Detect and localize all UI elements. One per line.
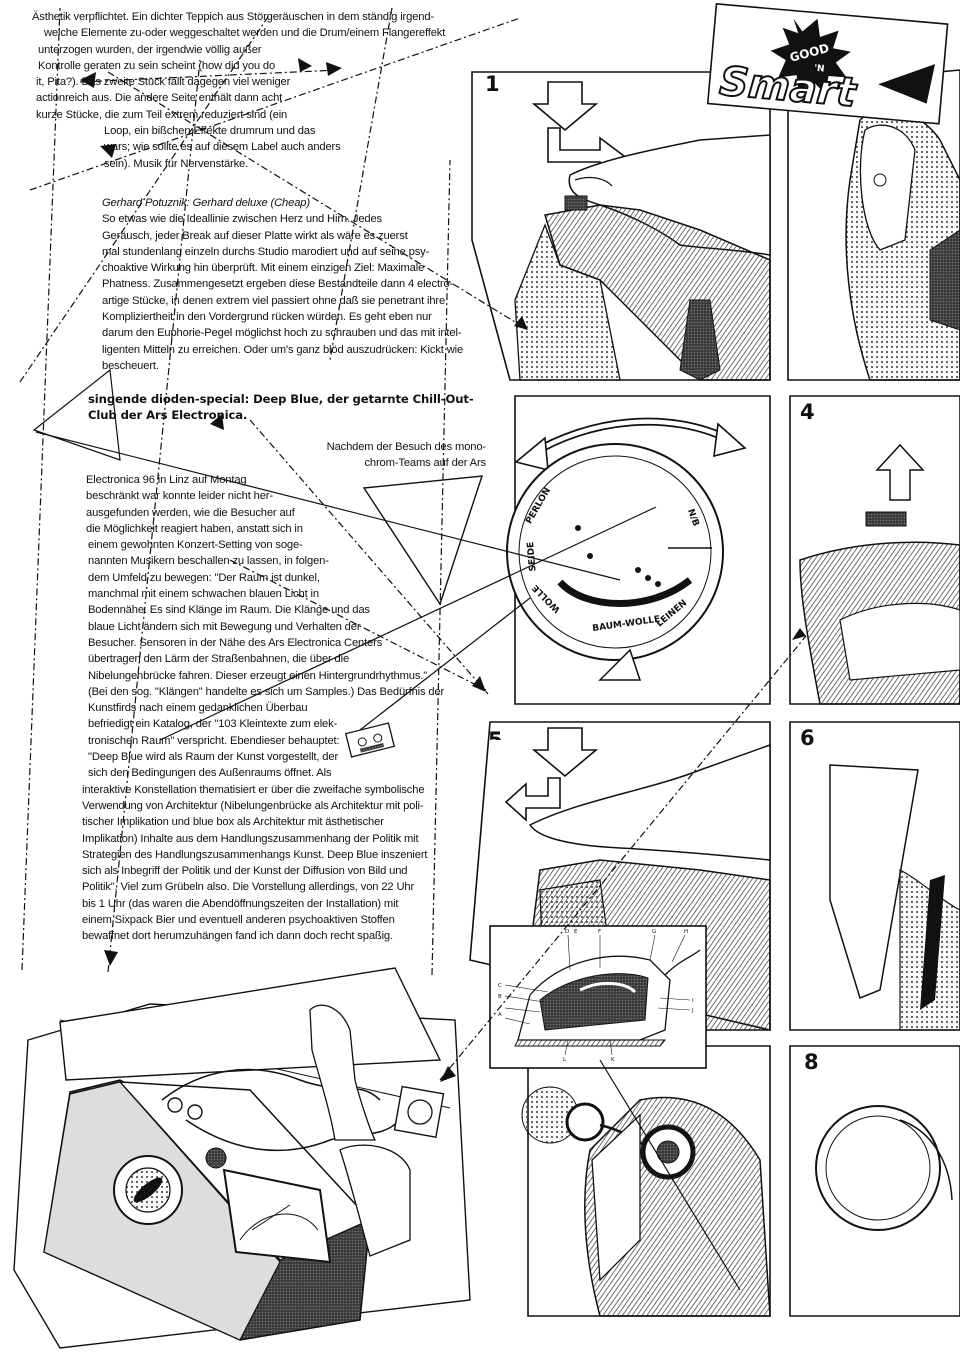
part-label-h: H: [684, 929, 688, 935]
text-line: Ästhetik verpflichtet. Ein dichter Teppi…: [32, 11, 434, 23]
headline-line-2: Club der Ars Electronica.: [88, 408, 248, 422]
article-body: Electronica 96 in Linz auf Montag beschr…: [82, 472, 472, 945]
text-line: Bodennähe. Es sind Klänge im Raum. Die K…: [88, 604, 370, 617]
text-line: manchmal mit einem schwachen blauen Lich…: [88, 588, 319, 601]
text-line: die Möglichkeit reagiert haben, anstatt …: [86, 522, 303, 535]
panel-7-illustration: [521, 1086, 771, 1317]
text-line: sein). Musik für Nervenstärke.: [104, 157, 249, 170]
text-line: Loop, ein bißchen Effekte drumrum und da…: [104, 125, 316, 138]
part-label-l: L: [563, 1057, 567, 1063]
text-line: unterzogen wurden, der irgendwie völlig …: [38, 43, 262, 56]
panel-number-1: 1: [485, 72, 500, 96]
text-line: dem Umfeld zu bewegen: "Der Raum ist dun…: [88, 571, 320, 584]
panel-1-illustration: [514, 81, 771, 381]
text-line: interaktive Konstellation thematisiert e…: [82, 783, 425, 796]
part-label-i: I: [692, 998, 694, 1004]
text-line: Strategien des Handlungszusammenhangs Ku…: [82, 848, 428, 861]
temperature-dial: PERLON SEIDE WOLLE BAUM-WOLLE LEINEN N/B: [506, 417, 747, 681]
text-line: chrom-Teams auf der Ars: [364, 457, 486, 470]
text-line: bis 1 Uhr (das waren die Abendöffnungsze…: [82, 897, 399, 910]
text-line: choaktive Wirkung hin überprüft. Mit ein…: [102, 262, 425, 275]
text-line: Nachdem der Besuch des mono-: [326, 441, 487, 453]
part-label-g: G: [652, 929, 656, 935]
text-line: ausgefunden werden, wie die Besucher auf: [86, 506, 295, 519]
text-line: Politik". Viel zum Grübeln also. Die Vor…: [82, 881, 415, 894]
text-line: Kontrolle geraten zu sein scheint (how d…: [38, 59, 276, 72]
arrowheads: [80, 58, 806, 1082]
part-label-b: B: [498, 994, 502, 1000]
text-line: Implikation) Inhalte aus dem Handlungszu…: [82, 832, 419, 845]
text-line: übertragen den Lärm der Straßenbahnen, d…: [88, 653, 350, 666]
text-line: actionreich aus. Die andere Seite enthäl…: [36, 92, 283, 105]
text-line: nannten Musikern beschallen zu lassen, i…: [88, 555, 329, 568]
text-line: artige Stücke, in denen extrem viel pass…: [102, 294, 446, 307]
text-line: kurze Stücke, die zum Teil extrem reduzi…: [36, 108, 288, 121]
text-line: Kompliziertheit in den Vordergrund rücke…: [102, 311, 432, 324]
headline-line-1: singende dioden-special: Deep Blue, der …: [88, 392, 474, 406]
panel-4-frame: [789, 395, 960, 705]
text-line: beschränkt war konnte leider nicht her-: [86, 490, 273, 503]
text-line: Nibelungenbrücke fahren. Dieser erzeugt …: [88, 669, 428, 682]
part-label-f: F: [598, 929, 601, 935]
text-line: blaue Licht ändern sich mit Bewegung und…: [88, 620, 361, 633]
panel-number-4: 4: [800, 400, 815, 424]
part-label-j: J: [691, 1008, 694, 1014]
text-line: (Bei den sog. "Klängen" handelte es sich…: [88, 685, 445, 698]
panel-number-6: 6: [800, 726, 815, 750]
review-title: Gerhard Potuznik: Gerhard deluxe (Cheap): [102, 197, 310, 209]
text-line: darum den Euphorie-Pegel möglichst hoch …: [102, 327, 462, 340]
dashed-guide-lines: [19, 7, 807, 1081]
part-label-e: E: [574, 929, 578, 935]
text-line: bescheuert.: [102, 359, 159, 372]
part-label-c: C: [498, 983, 502, 989]
panel-number-8: 8: [804, 1050, 819, 1074]
text-line: sich als Inbegriff der Politik und der K…: [82, 865, 408, 878]
text-line: sich den Bedingungen des Außenraums öffn…: [88, 767, 332, 780]
text-line: Besucher. Sensoren in der Nähe des Ars E…: [88, 636, 383, 649]
text-line: So etwas wie die Ideallinie zwischen Her…: [102, 213, 382, 226]
panel-6-frame: [789, 721, 960, 1031]
panel-6-illustration: [829, 764, 960, 1031]
text-line: "Deep Blue wird als Raum der Kunst vorge…: [88, 751, 339, 764]
text-line: mal stundenlang einzeln durchs Studio ma…: [102, 245, 430, 258]
text-line: welche Elemente zu-oder weggeschaltet we…: [44, 27, 446, 40]
panel-8-illustration: [815, 1105, 953, 1231]
triangle-outline-left: [32, 368, 121, 461]
panel-2-illustration: [845, 108, 960, 381]
text-line: befriedigt ein Katalog, der "103 Kleinte…: [88, 718, 338, 731]
article-headline: singende dioden-special: Deep Blue, der …: [88, 391, 498, 423]
panel-3-frame: [514, 395, 771, 705]
text-line: einem gewohnten Konzert-Setting von soge…: [88, 539, 303, 552]
text-line: Verwendung von Architektur (Nibelungenbr…: [82, 799, 424, 812]
text-line: einem Sixpack Bier und eventuell anderen…: [82, 914, 395, 927]
part-label-a: A: [498, 1012, 502, 1018]
text-line: bewaffnet dort herumzuhängen fand ich da…: [82, 930, 393, 943]
column-top-text: Ästhetik verpflichtet. Ein dichter Teppi…: [32, 9, 507, 172]
part-label-d: D: [565, 929, 569, 935]
cassette-icon: [344, 722, 396, 758]
text-line: Phatness. Zusammengesetzt ergeben diese …: [102, 278, 454, 291]
panel-number-5: 5: [488, 728, 503, 752]
text-line: Kunstfirds nach einem gedanklichen Überb…: [88, 702, 308, 715]
part-label-k: K: [611, 1057, 615, 1063]
text-line: wars; wie sollte es auf diesem Label auc…: [104, 141, 341, 154]
review-block: Gerhard Potuznik: Gerhard deluxe (Cheap)…: [102, 195, 498, 374]
text-line: ligenten Mitteln zu erreichen. Oder um's…: [102, 343, 464, 356]
multimeter-illustration: [13, 967, 471, 1349]
solid-guide-lines: [35, 431, 741, 1291]
text-line: Geräusch, jeder Break auf dieser Platte …: [102, 229, 408, 242]
text-line: tischer Implikation und blue box als Arc…: [82, 816, 384, 829]
panel-4-illustration: [799, 443, 960, 705]
iron-parts-diagram: A B C D E F G H I J K L: [489, 925, 707, 1069]
text-line: it, Pita?). Das zweite Stück fällt dageg…: [36, 76, 291, 89]
logo-n: 'N: [814, 64, 825, 75]
text-line: tronischen Raum" verspricht. Ebendieser …: [88, 734, 340, 747]
good-n-smart-logo: GOOD 'N Smart: [706, 3, 949, 125]
panel-8-frame: [789, 1045, 960, 1317]
text-line: Electronica 96 in Linz auf Montag: [86, 474, 247, 486]
article-intro: Nachdem der Besuch des mono- chrom-Teams…: [276, 439, 487, 472]
